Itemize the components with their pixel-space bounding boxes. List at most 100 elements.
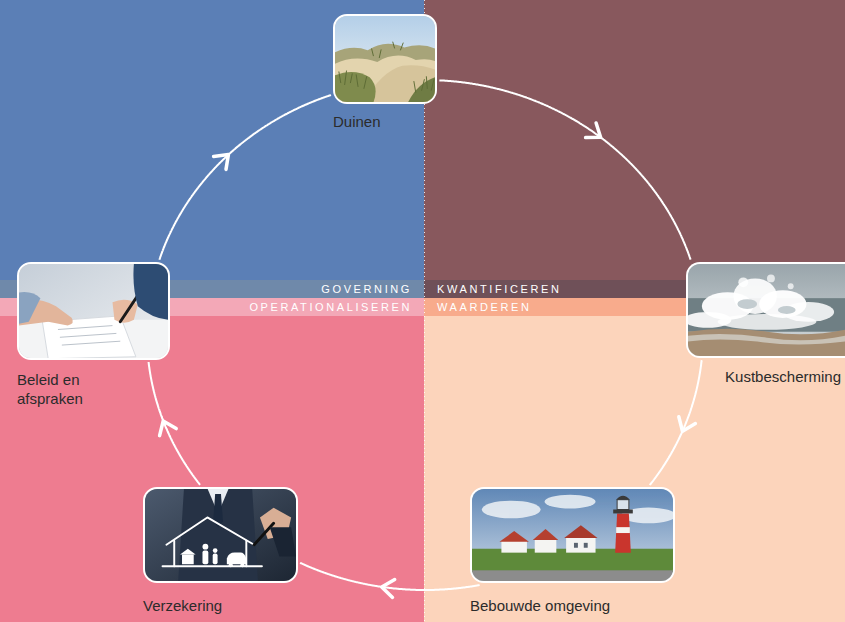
photo-node: Duinen [333, 14, 437, 131]
illustration-detail [501, 541, 526, 553]
illustration-detail [788, 283, 794, 289]
cycle-arc [300, 563, 480, 590]
photo-frame [686, 262, 845, 358]
label-row: Verzekering [143, 596, 298, 615]
illustration-detail [414, 76, 434, 92]
cycle-connector [650, 360, 702, 485]
illustration-detail [254, 523, 273, 544]
insurance-photo [145, 489, 296, 581]
illustration-detail [616, 496, 630, 500]
illustration-detail [180, 549, 196, 555]
illustration-detail [584, 543, 588, 548]
illustration-detail [213, 548, 218, 553]
illustration-detail [58, 326, 120, 345]
illustration-detail [472, 570, 673, 581]
illustration-detail [737, 299, 795, 314]
cycle-connector [300, 563, 480, 598]
illustration-detail [615, 513, 631, 552]
illustration-detail [335, 44, 435, 102]
arrow-head [679, 417, 696, 432]
photo-node: Verzekering [143, 487, 298, 615]
illustration-detail [535, 539, 557, 553]
photo-frame [143, 487, 298, 583]
arrow-head [160, 421, 177, 436]
illustration-detail [617, 500, 629, 510]
illustration-detail [688, 329, 845, 356]
illustration-detail [227, 553, 246, 565]
label-row: Bebouwde omgeving [470, 596, 675, 615]
illustration-detail [166, 517, 254, 544]
illustration-detail [566, 537, 595, 553]
illustration-detail [19, 292, 40, 324]
illustration-detail [173, 541, 175, 566]
label-row: Kustbescherming [686, 367, 845, 386]
photo-node: Kustbescherming [686, 262, 845, 386]
illustration-detail [339, 71, 367, 89]
illustration-detail [62, 341, 120, 345]
illustration-detail [767, 274, 775, 282]
illustration-detail [335, 16, 435, 102]
illustration-detail [339, 42, 434, 93]
cycle-arc [159, 95, 331, 260]
photo-node: Beleid en afspraken [17, 262, 170, 408]
illustration-detail [58, 326, 113, 330]
band-label: GOVERNING [321, 282, 412, 296]
label-row: Beleid en afspraken [17, 370, 107, 408]
illustration-detail [533, 529, 558, 540]
illustration-detail [738, 277, 748, 287]
arrow-head [586, 123, 601, 138]
quadrant-kwantificeren [424, 0, 845, 298]
illustration-detail [145, 489, 296, 581]
illustration-detail [737, 299, 757, 309]
band-label: OPERATIONALISEREN [249, 300, 412, 314]
illustration-detail [408, 77, 435, 102]
label-row: Duinen [333, 112, 437, 131]
illustration-detail [613, 510, 633, 514]
cycle-arc [149, 362, 201, 485]
illustration-detail [564, 525, 597, 538]
illustration-detail [163, 517, 262, 566]
cycle-connector [439, 80, 690, 259]
illustration-detail [335, 72, 376, 102]
band-label: WAARDEREN [437, 300, 532, 314]
illustration-detail [499, 531, 528, 542]
illustration-detail [718, 314, 817, 330]
illustration-detail [335, 56, 435, 102]
node-label: Beleid en afspraken [17, 371, 83, 407]
photo-node: Bebouwde omgeving [470, 487, 675, 615]
illustration-detail [482, 495, 673, 523]
quadrant-waarderen [424, 298, 845, 622]
illustration-detail [19, 264, 168, 358]
illustration-detail [688, 334, 845, 344]
cycle-arc [439, 80, 690, 259]
illustration-detail [60, 333, 116, 337]
illustration-detail [688, 264, 845, 356]
band-label: KWANTIFICEREN [437, 282, 561, 296]
illustration-detail [499, 525, 597, 552]
illustration-detail [213, 554, 218, 565]
illustration-detail [202, 551, 208, 565]
illustration-detail [574, 543, 578, 548]
arrow-head [382, 580, 395, 598]
illustration-detail [229, 563, 233, 567]
cycle-arc [650, 360, 702, 485]
illustration-detail [163, 565, 262, 567]
quadrant-operationaliseren [0, 298, 424, 622]
illustration-detail [472, 489, 673, 581]
illustration-detail [482, 501, 541, 519]
lighthouse-photo [472, 489, 673, 581]
photo-frame [470, 487, 675, 583]
illustration-detail [180, 544, 246, 568]
illustration-detail [372, 42, 404, 58]
waves-photo [688, 264, 845, 356]
node-label: Duinen [333, 113, 381, 130]
illustration-detail [182, 554, 194, 564]
dunes-photo [335, 16, 435, 102]
illustration-detail [270, 527, 296, 556]
node-label: Verzekering [143, 597, 222, 614]
illustration-detail [545, 495, 596, 509]
illustration-detail [240, 563, 244, 567]
illustration-detail [613, 496, 633, 553]
node-label: Bebouwde omgeving [470, 597, 610, 614]
